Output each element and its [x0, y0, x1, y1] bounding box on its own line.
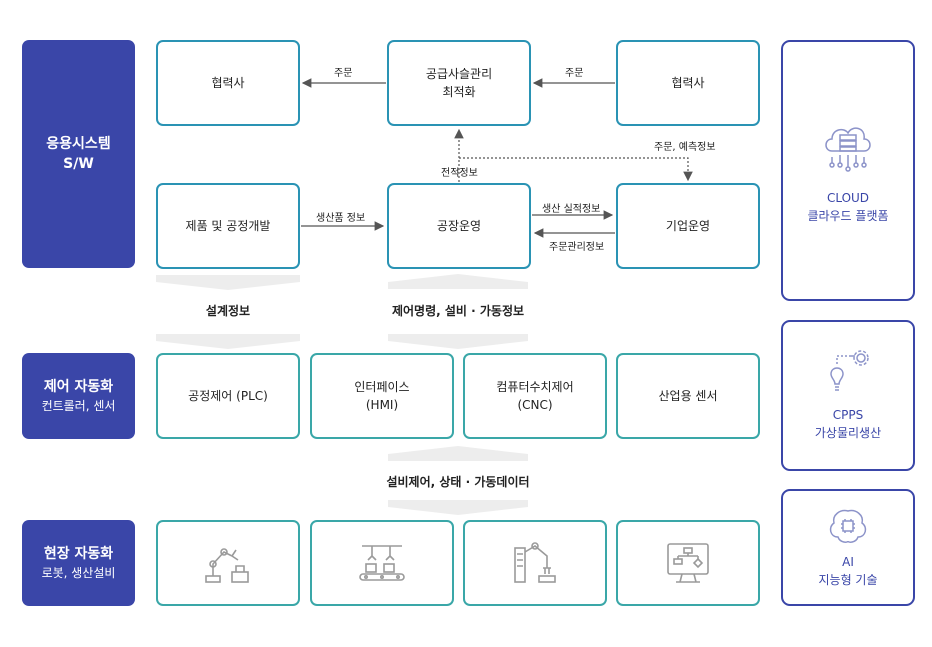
field-box-robot: [156, 520, 300, 606]
label-order-forecast: 주문, 예측정보: [654, 142, 716, 153]
partner-left-box: 협력사: [156, 40, 300, 126]
side-panel-title: CPPS: [832, 407, 864, 422]
box-label-line1: 공급사슬관리: [425, 67, 493, 81]
factory-operations-box: 공장운영: [387, 183, 531, 269]
cloud-panel: CLOUD 클라우드 플랫폼: [781, 40, 915, 301]
row-label-application: 응용시스템 S/W: [22, 40, 135, 268]
partner-right-box: 협력사: [616, 40, 760, 126]
row-label-subtitle: S/W: [63, 156, 94, 172]
side-panel-title: CLOUD: [826, 190, 870, 205]
label-design-info: 설계정보: [205, 304, 251, 318]
plc-box: 공정제어 (PLC): [156, 353, 300, 439]
box-label-line2: (HMI): [365, 398, 399, 412]
row-label-subtitle: 컨트롤러, 센서: [41, 399, 116, 413]
row-label-control: 제어 자동화 컨트롤러, 센서: [22, 353, 135, 439]
box-label: 공장운영: [436, 219, 482, 233]
label-order-management: 주문관리정보: [549, 242, 605, 253]
robotic-machine-icon: [514, 542, 556, 583]
side-panel-subtitle: 가상물리생산: [814, 425, 882, 440]
side-panel-title: AI: [842, 554, 854, 569]
monitor-flowchart-icon: [667, 543, 709, 583]
industrial-sensor-box: 산업용 센서: [616, 353, 760, 439]
field-box-assembly: [310, 520, 454, 606]
box-label: 제품 및 공정개발: [185, 219, 271, 233]
cpps-panel: CPPS 가상물리생산: [781, 320, 915, 471]
box-label: 협력사: [211, 76, 245, 90]
label-control-commands: 제어명령, 설비 · 가동정보: [391, 304, 525, 318]
box-label-line2: (CNC): [517, 398, 553, 412]
label-production-results: 생산 실적정보: [542, 204, 601, 215]
enterprise-operations-box: 기업운영: [616, 183, 760, 269]
label-performance-info: 전적정보: [441, 168, 478, 179]
cnc-box: 컴퓨터수치제어 (CNC): [463, 353, 607, 439]
box-label-line1: 컴퓨터수치제어: [496, 380, 574, 394]
field-box-machine: [463, 520, 607, 606]
row-label-title: 제어 자동화: [43, 379, 114, 395]
label-order-left: 주문: [334, 68, 353, 79]
box-label: 기업운영: [665, 219, 711, 233]
box-label-line1: 인터페이스: [354, 380, 410, 394]
brain-chip-icon: [829, 509, 867, 543]
scm-optimization-box: 공급사슬관리 최적화: [387, 40, 531, 126]
robot-arm-icon: [205, 548, 249, 583]
row-label-subtitle: 로봇, 생산설비: [41, 566, 116, 580]
box-label: 협력사: [671, 76, 705, 90]
row-label-field: 현장 자동화 로봇, 생산설비: [22, 520, 135, 606]
box-label-line2: 최적화: [442, 85, 476, 99]
hmi-box: 인터페이스 (HMI): [310, 353, 454, 439]
label-production-info: 생산품 정보: [316, 213, 366, 224]
ai-panel: AI 지능형 기술: [781, 489, 915, 606]
cloud-server-icon: [825, 126, 871, 172]
box-label: 산업용 센서: [658, 389, 718, 403]
label-equipment-data: 설비제어, 상태 · 가동데이터: [386, 475, 530, 489]
side-panel-subtitle: 클라우드 플랫폼: [807, 208, 889, 223]
row-label-title: 응용시스템: [46, 136, 111, 152]
field-box-monitor: [616, 520, 760, 606]
side-panel-subtitle: 지능형 기술: [818, 572, 878, 587]
box-label: 공정제어 (PLC): [188, 389, 268, 403]
label-order-right: 주문: [565, 68, 584, 79]
arrow-order-forecast: [459, 157, 693, 182]
row-label-title: 현장 자동화: [43, 546, 114, 562]
lightbulb-gear-icon: [830, 349, 869, 391]
assembly-line-icon: [359, 545, 405, 581]
product-process-dev-box: 제품 및 공정개발: [156, 183, 300, 269]
